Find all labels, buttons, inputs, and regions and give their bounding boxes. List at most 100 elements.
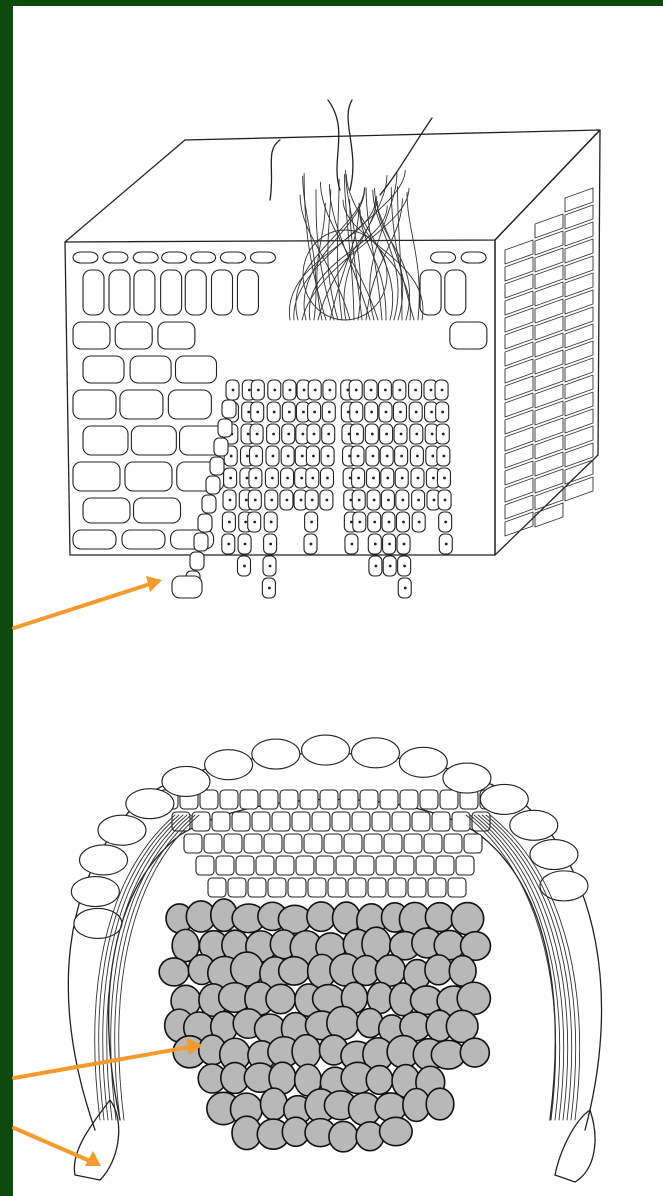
- spore-nucleus: [245, 499, 248, 502]
- spore-nucleus: [433, 499, 436, 502]
- leaf-cell: [83, 498, 130, 523]
- spore-nucleus: [444, 499, 447, 502]
- epidermis-cell: [392, 812, 410, 831]
- outer-cell: [510, 810, 558, 840]
- spore-nucleus: [373, 521, 376, 524]
- spore-nucleus: [311, 477, 314, 480]
- side-cell: [565, 256, 593, 280]
- spore-nucleus: [244, 521, 247, 524]
- spore-nucleus: [431, 433, 434, 436]
- side-cell: [505, 410, 533, 434]
- peridium-cell: [202, 495, 216, 513]
- side-cell: [535, 316, 563, 340]
- side-cell: [505, 291, 533, 315]
- leaf-cell: [211, 270, 232, 315]
- spore-nucleus: [414, 389, 417, 392]
- epidermis-cell: [260, 790, 278, 809]
- spore-nucleus: [358, 499, 361, 502]
- spore-nucleus: [246, 455, 249, 458]
- spore-nucleus: [357, 477, 360, 480]
- spore-nucleus: [417, 499, 420, 502]
- leaf-cell: [250, 252, 275, 263]
- spore-nucleus: [357, 455, 360, 458]
- peridium-tip-cell: [172, 576, 202, 598]
- side-cell: [505, 342, 533, 366]
- spore-nucleus: [355, 389, 358, 392]
- spore: [159, 958, 189, 986]
- epidermis-cell: [388, 878, 406, 897]
- spore: [425, 955, 452, 985]
- side-cell: [535, 452, 563, 476]
- spore-nucleus: [432, 477, 435, 480]
- leaf-cell: [158, 322, 195, 349]
- epidermis-cell: [404, 834, 422, 853]
- spore-nucleus: [254, 499, 257, 502]
- spore-nucleus: [441, 389, 444, 392]
- epidermis-cell: [296, 856, 314, 875]
- epidermis-cell: [332, 812, 350, 831]
- side-cell: [505, 257, 533, 281]
- side-cell: [565, 477, 593, 501]
- leaf-cell: [130, 356, 171, 383]
- side-cell: [565, 375, 593, 399]
- spore-nucleus: [255, 455, 258, 458]
- side-cell: [505, 376, 533, 400]
- side-cell: [535, 367, 563, 391]
- epidermis-cell: [436, 856, 454, 875]
- epidermis-cell: [360, 790, 378, 809]
- epidermis-cell: [268, 878, 286, 897]
- leaf-cell: [115, 322, 152, 349]
- epidermis-cell: [248, 878, 266, 897]
- spore-nucleus: [311, 499, 314, 502]
- leaf-cell: [73, 390, 116, 419]
- leaf-cell: [125, 462, 172, 491]
- spore: [307, 902, 336, 931]
- epidermis-cell: [300, 790, 318, 809]
- spore-nucleus: [229, 477, 232, 480]
- spore-nucleus: [327, 455, 330, 458]
- leaf-cell: [450, 322, 487, 349]
- epidermis-cell: [212, 812, 230, 831]
- leaf-cell: [83, 426, 128, 455]
- epidermis-cell: [208, 878, 226, 897]
- spore-nucleus: [257, 389, 260, 392]
- spore-nucleus: [301, 455, 304, 458]
- epidermis-cell: [252, 812, 270, 831]
- side-cell: [505, 495, 533, 519]
- spore: [451, 903, 483, 935]
- epidermis-cell: [432, 812, 450, 831]
- spore-nucleus: [253, 521, 256, 524]
- epidermis-cell: [428, 878, 446, 897]
- spore: [426, 1088, 454, 1120]
- leaf-cell: [120, 390, 163, 419]
- spore: [380, 1117, 413, 1145]
- outer-cell: [205, 750, 253, 780]
- spore-nucleus: [375, 565, 378, 568]
- spermogonium-hyphae: [270, 100, 432, 320]
- spore-nucleus: [401, 477, 404, 480]
- side-cell: [565, 222, 593, 246]
- spore-nucleus: [351, 543, 354, 546]
- spore-nucleus: [404, 587, 407, 590]
- epidermis-cell: [216, 856, 234, 875]
- epidermis-cell: [228, 878, 246, 897]
- leaf-cell: [73, 462, 120, 491]
- spore: [375, 955, 405, 986]
- side-cell: [535, 486, 563, 510]
- spore-nucleus: [300, 499, 303, 502]
- side-cell: [535, 469, 563, 493]
- leaf-cell: [134, 270, 155, 315]
- epidermis-cell: [304, 834, 322, 853]
- leaf-cell: [73, 322, 110, 349]
- spore-nucleus: [272, 433, 275, 436]
- side-cell: [535, 265, 563, 289]
- side-cell-layers: [505, 188, 593, 536]
- epidermis-cell: [284, 834, 302, 853]
- outer-cell: [71, 877, 119, 907]
- spore-nucleus: [356, 433, 359, 436]
- spore: [460, 1038, 489, 1067]
- epidermis-cell: [328, 878, 346, 897]
- epidermis-cell: [316, 856, 334, 875]
- epidermis-cell: [280, 790, 298, 809]
- spore-nucleus: [256, 411, 259, 414]
